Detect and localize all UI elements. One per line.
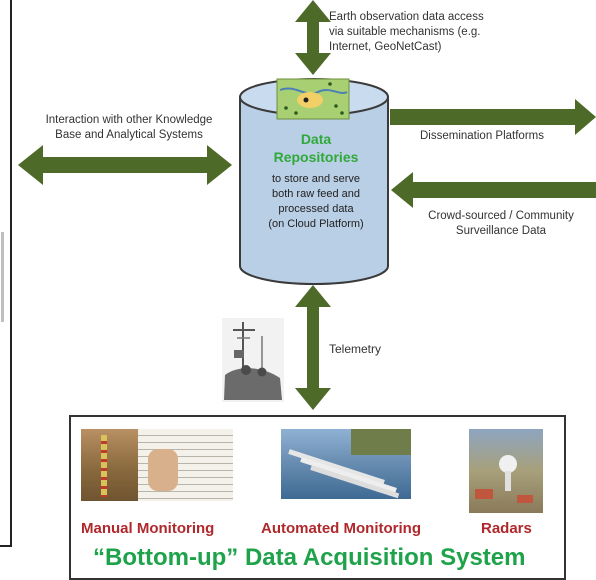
knowledge-base-label: Interaction with other Knowledge Base an… bbox=[18, 113, 240, 143]
manual-monitoring-ground-photo bbox=[81, 429, 138, 501]
left-double-arrow bbox=[18, 145, 232, 185]
crowd-sourced-arrow bbox=[391, 172, 596, 208]
repository-title-line-1: Data bbox=[300, 131, 332, 147]
earth-observation-line-1: Earth observation data access bbox=[329, 11, 484, 23]
acquisition-system-title: “Bottom-up” Data Acquisition System bbox=[93, 544, 526, 571]
dissemination-platforms-label: Dissemination Platforms bbox=[420, 130, 544, 142]
repository-title-line-2: Repositories bbox=[273, 149, 359, 165]
repository-desc-line-1: to store and serve bbox=[271, 173, 361, 185]
manual-monitoring-logbook-photo bbox=[138, 429, 233, 501]
telemetry-label: Telemetry bbox=[329, 342, 382, 356]
crowd-sourced-line-1: Crowd-sourced / Community bbox=[428, 210, 574, 222]
earth-observation-label: Earth observation data access via suitab… bbox=[329, 10, 484, 55]
repository-desc-line-2: both raw feed and bbox=[271, 188, 361, 200]
acquisition-system-box: Manual Monitoring Automated Monitoring R… bbox=[69, 415, 566, 580]
knowledge-base-line-2: Base and Analytical Systems bbox=[55, 129, 203, 141]
top-double-arrow bbox=[295, 0, 331, 75]
left-frame-border bbox=[0, 0, 12, 547]
manual-monitoring-label: Manual Monitoring bbox=[81, 520, 215, 537]
left-frame-marker bbox=[1, 232, 4, 322]
radar-station-photo bbox=[469, 429, 543, 513]
automated-monitoring-sensors-photo bbox=[281, 429, 411, 499]
radars-label: Radars bbox=[481, 520, 532, 537]
repository-desc-line-3: processed data bbox=[278, 203, 354, 215]
earth-observation-line-3: Internet, GeoNetCast) bbox=[329, 41, 442, 53]
data-repository-text: Data Repositories to store and serve bot… bbox=[236, 130, 396, 232]
repository-description: to store and serve both raw feed and pro… bbox=[236, 172, 396, 232]
crowd-sourced-line-2: Surveillance Data bbox=[455, 225, 547, 237]
knowledge-base-line-1: Interaction with other Knowledge bbox=[45, 114, 213, 126]
dissemination-arrow bbox=[390, 99, 596, 135]
automated-monitoring-label: Automated Monitoring bbox=[261, 520, 421, 537]
telemetry-station-photo bbox=[222, 318, 284, 402]
telemetry-double-arrow bbox=[295, 285, 331, 410]
satellite-map-thumbnail bbox=[276, 78, 350, 120]
earth-observation-line-2: via suitable mechanisms (e.g. bbox=[329, 26, 481, 38]
crowd-sourced-label: Crowd-sourced / Community Surveillance D… bbox=[406, 209, 596, 239]
repository-desc-line-4: (on Cloud Platform) bbox=[268, 218, 364, 230]
